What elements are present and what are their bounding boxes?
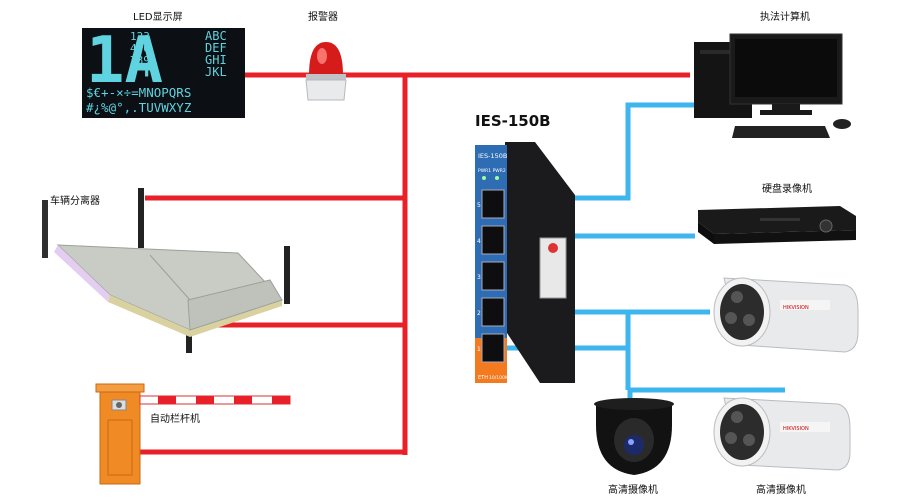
led-row-mid-4: 0 ▮ [130, 66, 150, 79]
led-display-label: LED显示屏 [133, 11, 183, 23]
port-4 [481, 225, 505, 255]
alarm-label: 报警器 [308, 10, 338, 23]
switch-front-model: IES-150B [478, 152, 507, 160]
camera-brand-top: HIKVISION [783, 305, 809, 311]
led-display: 1A 123 456 789 0 ▮ ABC DEF GHI JKL $€+-×… [82, 24, 245, 118]
led-row-right-3: GHI [205, 53, 227, 67]
dvr-icon [698, 206, 856, 244]
led-panel [82, 28, 245, 118]
bullet-camera-top-icon: HIKVISION [713, 277, 859, 353]
port-number-5: 5 [477, 202, 481, 209]
led-row-right-2: DEF [205, 41, 227, 55]
port-2 [481, 297, 505, 327]
camera-brand-right: HIKVISION [783, 426, 809, 432]
barrier-arm [139, 395, 291, 405]
switch-model-title: IES-150B [475, 112, 551, 130]
led-row-right-4: JKL [205, 65, 227, 79]
port-3 [481, 261, 505, 291]
pwr2-led-icon [495, 176, 499, 180]
led-row-mid-3: 789 [130, 54, 150, 67]
keyboard-icon [732, 126, 830, 138]
switch-speed-label: 10/100M [489, 375, 509, 381]
led-row-mid-2: 456 [130, 42, 150, 55]
vehicle-separator-label: 车辆分离器 [50, 194, 100, 207]
port-number-2: 2 [477, 310, 481, 317]
port-number-4: 4 [477, 238, 481, 245]
led-row-bottom-1: $€+-×÷=MNOPQRS [86, 85, 191, 100]
weighing-platform [54, 244, 283, 337]
computer-icon [694, 33, 851, 138]
dome-camera-icon [594, 398, 674, 475]
port-1 [481, 333, 505, 363]
led-row-bottom-2: #¿%@°,.TUVWXYZ [86, 100, 192, 115]
switch-side-logo-icon [548, 243, 558, 253]
switch-eth-label: ETH [478, 375, 488, 381]
led-row-right-1: ABC [205, 29, 227, 43]
industrial-switch: IES-150B PWR1 PWR2 5 4 3 2 1 ETH 10/100M [475, 142, 575, 383]
pwr1-led-icon [482, 176, 486, 180]
switch-ports [481, 189, 505, 363]
bullet-camera-right-icon: HIKVISION [713, 397, 851, 471]
switch-pwr-label: PWR1 PWR2 [478, 168, 506, 174]
mouse-icon [833, 119, 851, 129]
computer-label: 执法计算机 [760, 10, 810, 23]
led-big-chars: 1A [86, 24, 163, 98]
camera-left-label: 高清摄像机 [608, 483, 658, 496]
port-5 [481, 189, 505, 219]
barrier-gate [95, 383, 291, 485]
red-connections [140, 72, 690, 455]
port-number-3: 3 [477, 274, 481, 281]
alarm-light-icon [305, 42, 347, 101]
port-number-1: 1 [477, 346, 481, 353]
barrier-gate-label: 自动栏杆机 [150, 412, 200, 425]
camera-right-label: 高清摄像机 [756, 483, 806, 496]
dvr-label: 硬盘录像机 [762, 182, 812, 195]
led-row-mid-1: 123 [130, 30, 150, 43]
